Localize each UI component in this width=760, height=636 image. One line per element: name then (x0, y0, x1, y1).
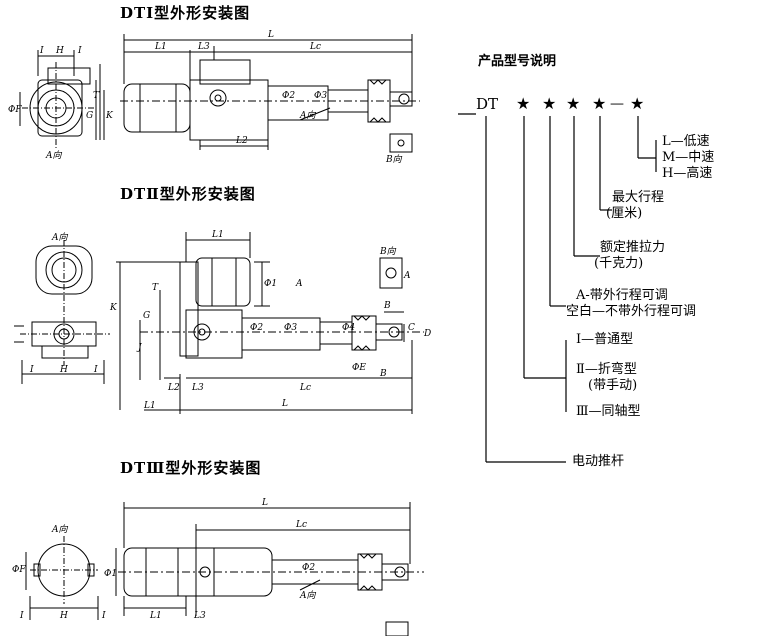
dt1-side-view (120, 34, 420, 153)
dt1-l3-label: L3 (197, 42, 210, 52)
dt2-b-label: B (383, 301, 391, 311)
type-coaxial: Ⅲ—同轴型 (576, 404, 641, 419)
dt2-phi1-label: Φ1 (264, 279, 277, 289)
star-3: ★ (566, 94, 581, 113)
dt1-l1-label: L1 (154, 42, 167, 52)
star-4: ★ (592, 94, 607, 113)
dt2-c-label: C (408, 323, 415, 333)
dt2-j-label: J (136, 343, 143, 353)
dt1-bview-label: B向 (385, 154, 403, 165)
dt3-lc-label: Lc (295, 520, 307, 530)
dt3-i-label: I (19, 611, 24, 621)
stroke-label: 最大行程 (612, 190, 665, 205)
dt1-a-view (19, 50, 105, 150)
code-dash: — (610, 96, 624, 112)
dt3-phi2-label: Φ2 (302, 563, 315, 573)
dt1-avis-label: A向 (299, 110, 316, 121)
type-normal: Ⅰ—普通型 (576, 332, 634, 347)
code-tree-lines (458, 113, 657, 463)
dt2-d-label: D (423, 329, 431, 339)
dt1-drawing: H I I ΦF G T K A向 (8, 30, 420, 165)
dt3-avis-label: A向 (299, 590, 316, 601)
thrust-unit: (千克力) (594, 256, 644, 271)
dt1-h-label: H (55, 46, 64, 56)
dt3-side-view (115, 502, 424, 636)
type-bent: Ⅱ—折弯型 (576, 362, 637, 377)
dt2-l2-label: L2 (167, 383, 180, 393)
star-2: ★ (542, 94, 557, 113)
dt1-lc-label: Lc (309, 42, 321, 52)
speed-mid: M—中速 (662, 150, 715, 165)
star-1: ★ (516, 94, 531, 113)
dt2-drawing: A向 H I I (14, 230, 431, 414)
dt3-i2-label: I (101, 611, 106, 621)
dt2-a2-label: A (403, 271, 411, 281)
stroke-unit: (厘米) (606, 206, 643, 221)
dt1-phi3-label: Φ3 (314, 91, 327, 101)
dt2-phi2-label: Φ2 (250, 323, 263, 333)
dt3-l3-label: L3 (193, 611, 206, 621)
dt2-l3-label: L3 (191, 383, 204, 393)
dt1-a-view-label: A向 (45, 150, 62, 161)
dt2-a-view-label: A向 (51, 232, 68, 243)
dt3-l-label: L (261, 498, 268, 508)
dt2-i-label: I (29, 365, 34, 375)
dt2-g-label: G (143, 311, 150, 321)
dt3-a-view-label: A向 (51, 524, 68, 535)
dt2-phi3-label: Φ3 (284, 323, 297, 333)
dt1-i-label: I (39, 46, 44, 56)
dt3-f-label: ΦF (12, 565, 26, 575)
dt1-k-label: K (105, 111, 114, 121)
dt2-phi4-label: Φ4 (342, 323, 355, 333)
code-prefix: DT (476, 95, 499, 113)
dt1-t-label: T (93, 91, 100, 101)
star-5: ★ (630, 94, 645, 113)
dt1-i2-label: I (77, 46, 82, 56)
dt2-t-label: T (152, 283, 159, 293)
dt2-a-label: A (295, 279, 303, 289)
type-bent-manual: (带手动) (588, 378, 638, 393)
speed-high: H—高速 (662, 166, 713, 181)
dt3-a-view (25, 536, 99, 620)
dt1-g-label: G (86, 111, 93, 121)
dt2-h-label: H (59, 365, 68, 375)
dt3-phi1-label: Φ1 (104, 569, 117, 579)
dt1-l2-label: L2 (235, 136, 248, 146)
dt2-bview-label: B向 (379, 246, 397, 257)
thrust-label: 额定推拉力 (600, 240, 666, 255)
dt2-k-label: K (109, 303, 118, 313)
dt2-i2-label: I (93, 365, 98, 375)
dt1-f-label: ΦF (8, 105, 22, 115)
dt1-phi2-label: Φ2 (282, 91, 295, 101)
dt2-side-view (116, 232, 424, 414)
dt3-title: DTⅢ型外形安装图 (120, 459, 262, 477)
ext-adjustable: A-带外行程可调 (576, 288, 668, 303)
dt1-title: DTⅠ型外形安装图 (120, 4, 251, 22)
code-heading: 产品型号说明 (478, 54, 557, 69)
dt1-l-label: L (267, 30, 274, 40)
dt2-l4-label: L1 (143, 401, 156, 411)
dt3-h-label: H (59, 611, 68, 621)
dt3-drawing: A向 ΦF H I I (12, 498, 424, 636)
dt3-l1-label: L1 (149, 611, 162, 621)
ext-none: 空白—不带外行程可调 (566, 304, 697, 319)
product-name: 电动推杆 (572, 454, 625, 469)
speed-low: L—低速 (662, 134, 710, 149)
dt2-e-label: ΦE (352, 363, 366, 373)
dt2-l-label: L (281, 399, 288, 409)
dt2-b2-label: B (379, 369, 387, 379)
dt2-l1-label: L1 (211, 230, 224, 240)
dt2-title: DTⅡ型外形安装图 (120, 185, 256, 203)
dt2-a-view (14, 240, 110, 384)
dt2-lc-label: Lc (299, 383, 311, 393)
